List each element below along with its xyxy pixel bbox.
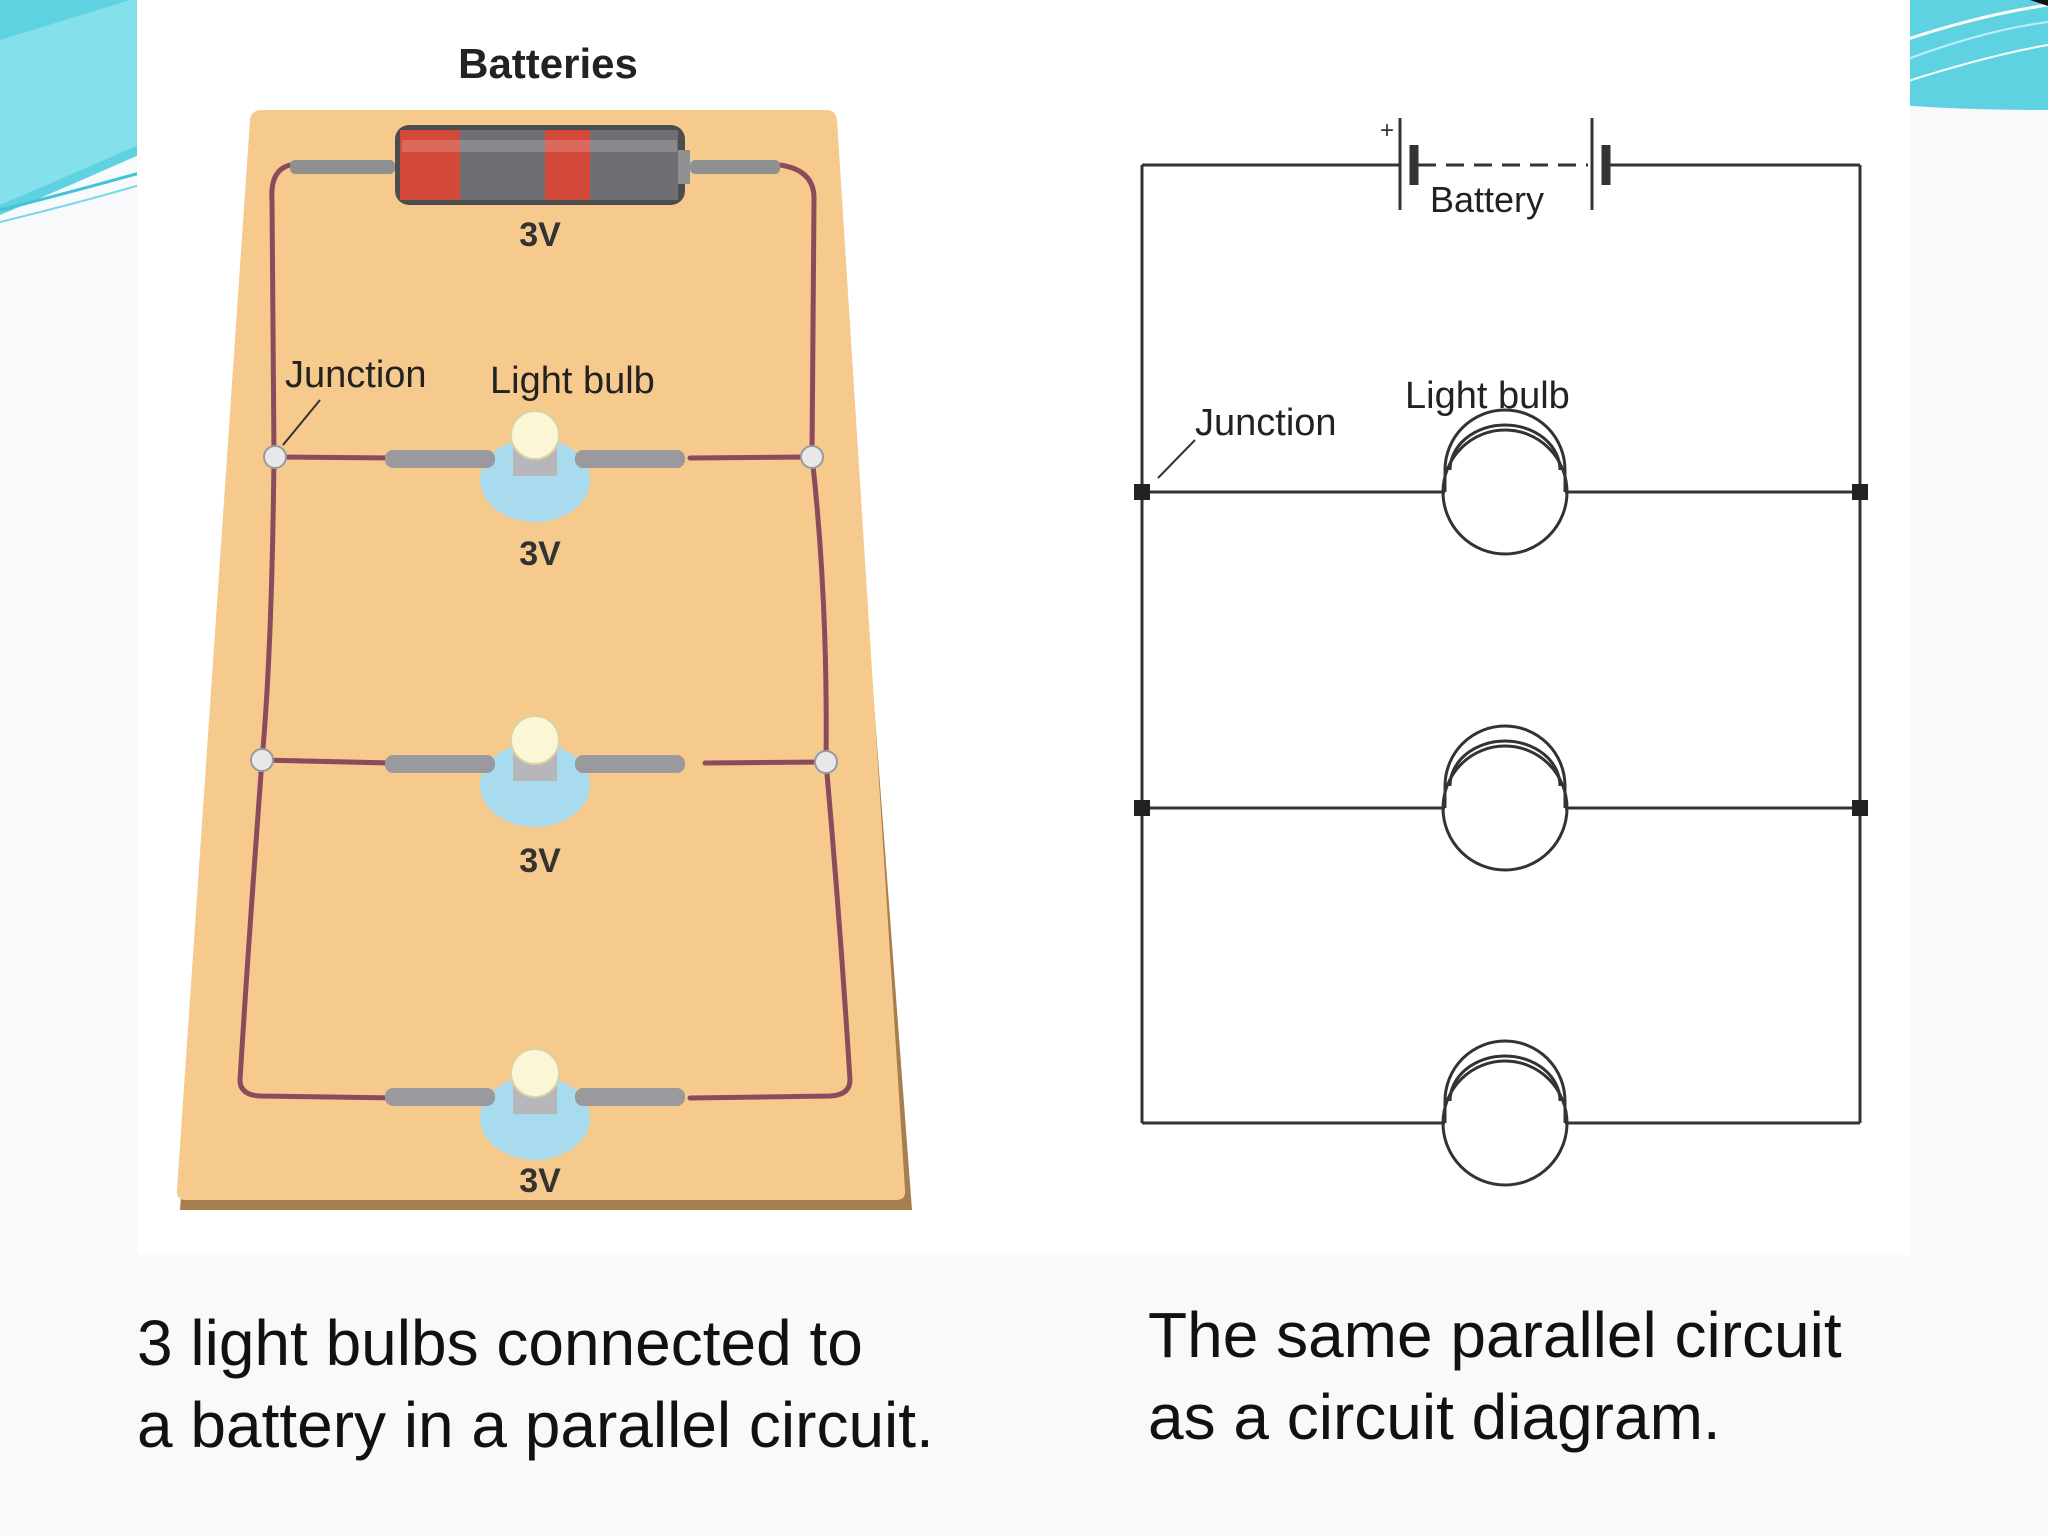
battery-symbol	[1398, 118, 1611, 210]
board	[176, 110, 906, 1200]
junction-node	[1134, 484, 1150, 500]
batteries-label: Batteries	[458, 40, 638, 87]
right-caption-line: The same parallel circuit	[1148, 1299, 1842, 1371]
schematic-junctions	[1134, 484, 1868, 816]
left-caption-line: a battery in a parallel circuit.	[137, 1389, 934, 1461]
junction-node	[1852, 800, 1868, 816]
bulb-assembly	[385, 410, 685, 522]
top-right-swoosh	[1900, 0, 2048, 110]
left-caption: 3 light bulbs connected to a battery in …	[137, 1302, 934, 1466]
right-caption: The same parallel circuit as a circuit d…	[1148, 1294, 1842, 1458]
bulb-assembly	[385, 715, 685, 827]
junction-pointer	[1157, 439, 1196, 479]
battery-pack	[290, 125, 780, 205]
bulb-voltage-label: 3V	[519, 1162, 561, 1200]
top-left-swoosh	[0, 0, 151, 223]
plus-sign: +	[1380, 117, 1394, 144]
junction-label: Junction	[1195, 402, 1337, 444]
bulb-symbol	[1441, 1039, 1569, 1187]
light-bulb-label: Light bulb	[1405, 375, 1570, 417]
bulb-symbol	[1441, 724, 1569, 872]
junction-dot	[263, 445, 287, 469]
junction-node	[1852, 484, 1868, 500]
junctions	[250, 445, 838, 774]
junction-dot	[814, 750, 838, 774]
bulb-voltage-label: 3V	[519, 842, 561, 880]
junction-pointer	[282, 399, 321, 446]
bulb-assembly	[385, 1048, 685, 1160]
right-caption-line: as a circuit diagram.	[1148, 1381, 1721, 1453]
battery-label: Battery	[1430, 179, 1544, 220]
schematic-wires	[1140, 163, 1862, 1125]
battery-voltage-label: 3V	[519, 216, 561, 254]
light-bulb-label: Light bulb	[490, 360, 655, 402]
left-caption-line: 3 light bulbs connected to	[137, 1307, 863, 1379]
bulb-voltage-label: 3V	[519, 535, 561, 573]
junction-dot	[800, 445, 824, 469]
junction-dot	[250, 748, 274, 772]
bulb-symbol	[1441, 408, 1569, 556]
junction-node	[1134, 800, 1150, 816]
junction-label: Junction	[285, 354, 427, 396]
